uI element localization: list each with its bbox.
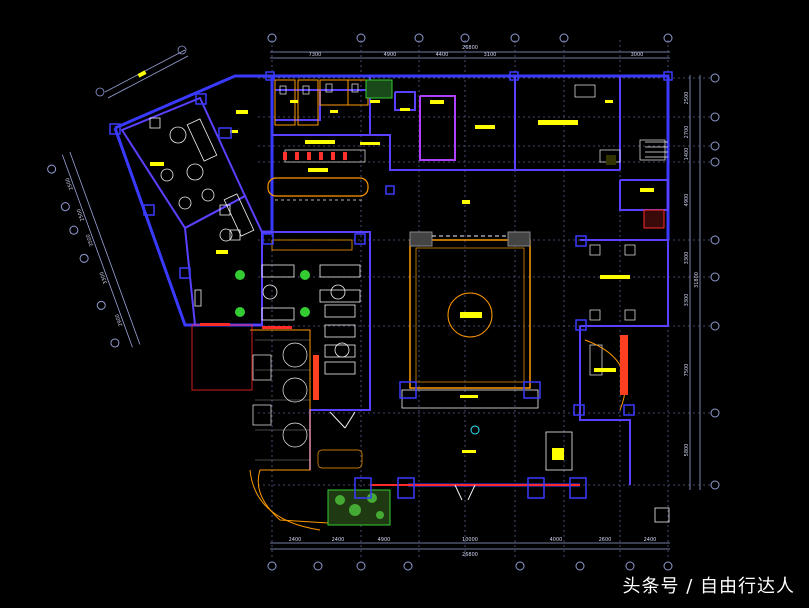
right-dim-2: 2700: [684, 126, 690, 139]
left-dim-1: 2500: [65, 177, 75, 191]
bottom-dimension-chain: [270, 542, 670, 550]
stairs: [645, 141, 668, 158]
left-dim-5: 2900: [114, 313, 124, 327]
top-dim-4: 3100: [484, 52, 497, 58]
plant-markers: [235, 270, 310, 317]
bottom-dim-1: 2400: [289, 537, 302, 543]
lounge-furniture: [261, 239, 361, 375]
bottom-dim-5: 4000: [550, 537, 563, 543]
bottom-grid-bubbles: [267, 561, 673, 571]
bottom-dim-7: 2400: [644, 537, 657, 543]
bottom-dim-2: 2400: [332, 537, 345, 543]
left-dim-4: 3300: [99, 271, 109, 285]
bottom-dimension-labels: 2400 2400 4900 10000 4000 2600 2400 2680…: [289, 537, 657, 558]
top-dim-1: 7300: [309, 52, 322, 58]
upper-left-dimension: [95, 45, 189, 99]
right-dim-8: 5800: [684, 444, 690, 457]
bottom-dim-3: 4900: [378, 537, 391, 543]
bottom-dim-4: 10000: [462, 537, 478, 543]
left-dim-2: 2500: [76, 208, 86, 222]
right-dim-3: 1400: [684, 148, 690, 161]
right-rooms: [545, 84, 670, 523]
central-atrium: [399, 200, 541, 453]
right-dimension-labels: 2500 2700 1400 4900 3300 3300 7500 5800 …: [684, 92, 700, 457]
top-total-dimension: 26800: [462, 45, 478, 51]
restroom-block: [274, 79, 578, 163]
right-grid-bubbles: [710, 73, 720, 490]
top-dimension-labels: 26800 7300 4900 4400 3100 3000: [309, 45, 644, 58]
interior-walls: [262, 76, 669, 485]
right-dim-1: 2500: [684, 92, 690, 105]
top-dim-5: 3000: [631, 52, 644, 58]
structural-columns: [109, 71, 673, 416]
bar-counter: [267, 177, 369, 201]
bottom-total-dimension: 26800: [462, 552, 478, 558]
right-dim-6: 3300: [684, 294, 690, 307]
left-dim-3: 3500: [85, 233, 95, 247]
right-dim-7: 7500: [684, 364, 690, 377]
right-total-dimension: 31800: [694, 272, 700, 288]
right-dim-4: 4900: [684, 194, 690, 207]
left-wing: [120, 96, 263, 326]
terrace: [191, 323, 391, 531]
top-dim-3: 4400: [436, 52, 449, 58]
right-dim-5: 3300: [684, 252, 690, 265]
bottom-dim-6: 2600: [599, 537, 612, 543]
watermark-text: 头条号 / 自由行达人: [622, 576, 795, 597]
bar-label: [308, 168, 328, 172]
top-grid-bubbles: [267, 33, 673, 43]
left-dimension-chain: 2500 2500 3500 3300 2900: [47, 151, 141, 348]
top-dim-2: 4900: [384, 52, 397, 58]
entrance-facade: [313, 355, 587, 501]
